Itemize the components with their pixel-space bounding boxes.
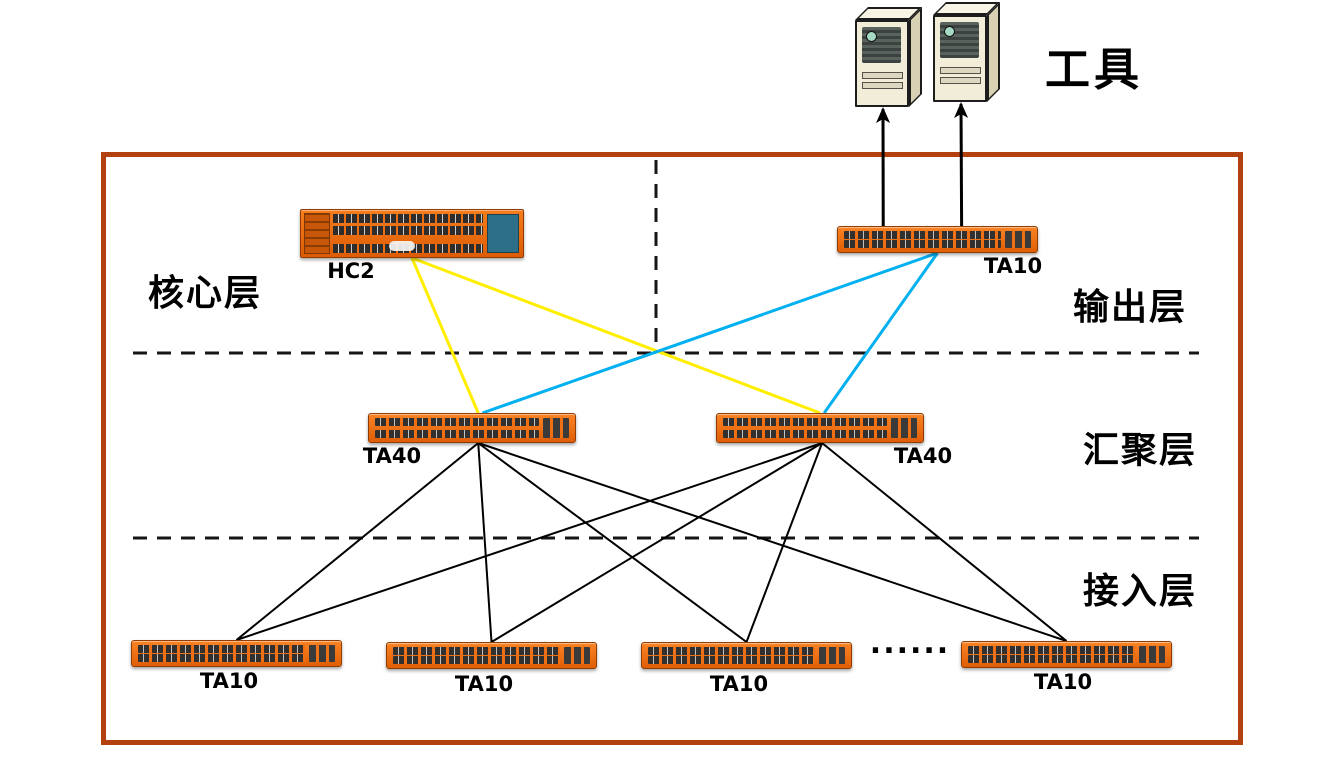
device-ta10-access-4 xyxy=(961,641,1172,668)
device-ta40-left-label: TA40 xyxy=(362,444,422,468)
server-vent-panel xyxy=(940,22,979,58)
server-front-face xyxy=(933,15,987,102)
layer-label-access: 接入层 xyxy=(1083,571,1198,612)
server-drive-slot xyxy=(940,77,981,84)
hc2-port-row xyxy=(333,226,483,235)
device-ta10-access-2 xyxy=(386,642,597,669)
switch-port-row xyxy=(393,647,560,655)
device-ta10-access-1 xyxy=(131,640,342,667)
server-drive-slot xyxy=(862,82,903,89)
layer-label-output: 输出层 xyxy=(1073,287,1188,328)
switch-port-row xyxy=(393,656,560,664)
switch-mgmt-ports xyxy=(891,418,917,438)
server-side-face xyxy=(987,2,1000,102)
switch-port-row xyxy=(723,430,887,438)
switch-mgmt-ports xyxy=(564,647,590,664)
switch-port-row xyxy=(968,655,1135,663)
switch-port-row xyxy=(375,418,539,426)
switch-port-row xyxy=(138,654,305,662)
switch-port-row xyxy=(968,646,1135,654)
layer-label-aggregation: 汇聚层 xyxy=(1083,430,1198,471)
tools-label: 工具 xyxy=(1045,43,1144,96)
device-ta10-access-2-label: TA10 xyxy=(454,672,514,696)
device-ta40-right xyxy=(716,413,924,443)
switch-port-row xyxy=(375,430,539,438)
device-ta10-output xyxy=(837,226,1038,253)
server-left-icon xyxy=(855,7,925,109)
server-side-face xyxy=(909,7,922,107)
layer-label-core: 核心层 xyxy=(148,273,263,314)
diagram-border xyxy=(101,152,1243,745)
access-ellipsis: ...... xyxy=(869,626,951,661)
switch-mgmt-ports xyxy=(819,647,845,664)
switch-mgmt-ports xyxy=(309,645,335,662)
switch-port-row xyxy=(138,645,305,653)
hc2-port-row xyxy=(333,214,483,223)
hc2-blue-module xyxy=(487,214,519,253)
server-drive-slot xyxy=(940,67,981,74)
device-ta10-access-1-label: TA10 xyxy=(199,669,259,693)
server-vent-panel xyxy=(862,27,901,63)
device-hc2-label: HC2 xyxy=(327,259,375,283)
device-ta10-output-label: TA10 xyxy=(983,254,1043,278)
switch-port-row xyxy=(844,240,1001,248)
server-right-icon xyxy=(933,2,1003,104)
hc2-module-column xyxy=(304,213,330,254)
switch-port-row xyxy=(648,647,815,655)
switch-mgmt-ports xyxy=(1005,231,1031,248)
server-power-button-icon xyxy=(944,26,955,37)
hc2-logo-badge xyxy=(389,241,415,251)
device-ta10-access-3-label: TA10 xyxy=(709,672,769,696)
device-ta10-access-4-label: TA10 xyxy=(1033,670,1093,694)
switch-mgmt-ports xyxy=(543,418,569,438)
switch-mgmt-ports xyxy=(1139,646,1165,663)
switch-port-row xyxy=(844,231,1001,239)
device-ta40-left xyxy=(368,413,576,443)
server-front-face xyxy=(855,20,909,107)
device-ta40-right-label: TA40 xyxy=(893,444,953,468)
server-power-button-icon xyxy=(866,31,877,42)
device-hc2 xyxy=(300,209,524,258)
server-drive-slot xyxy=(862,72,903,79)
switch-port-row xyxy=(648,656,815,664)
switch-port-row xyxy=(723,418,887,426)
device-ta10-access-3 xyxy=(641,642,852,669)
